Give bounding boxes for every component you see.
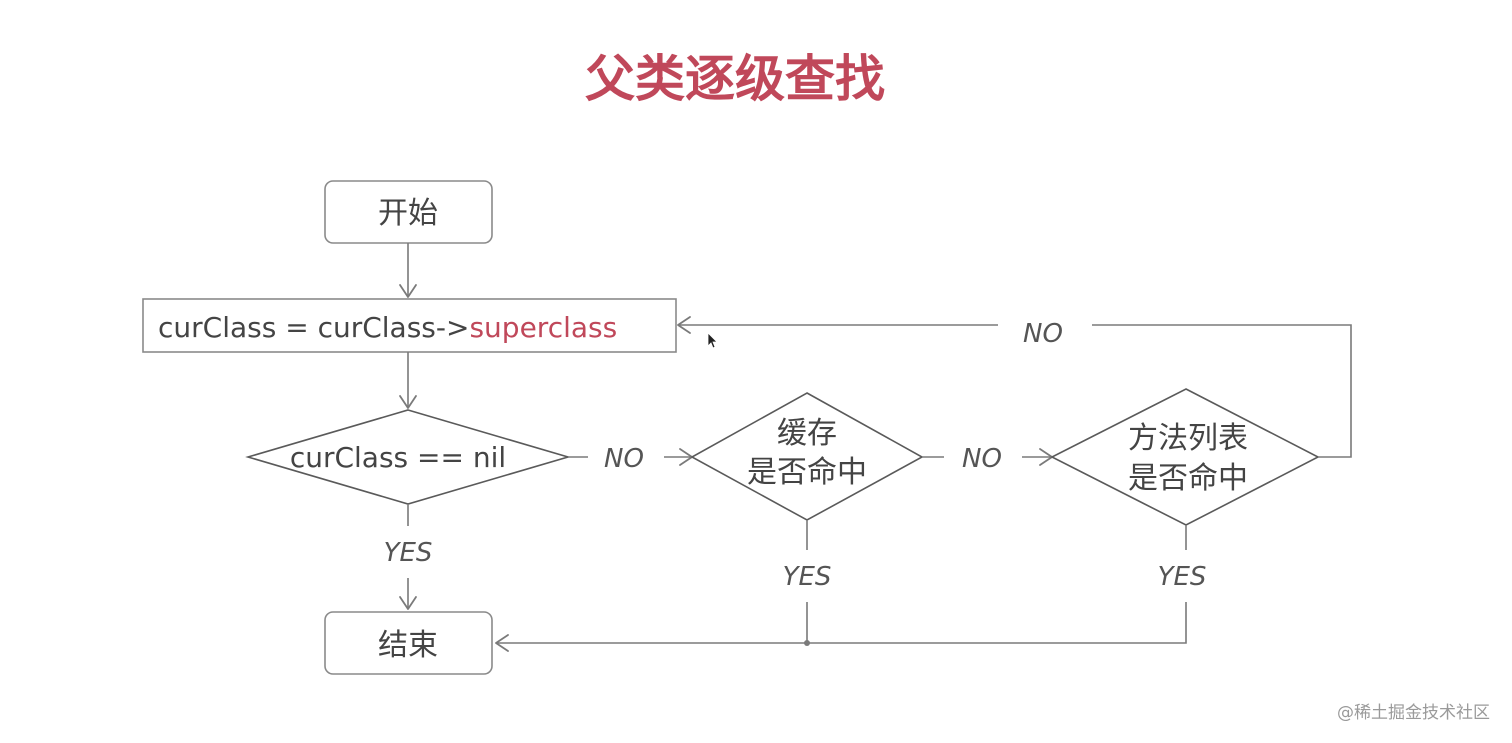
cache-label-line2: 是否命中: [747, 455, 867, 490]
edge-nil-to-end: YES: [384, 504, 433, 610]
arrow-start-to-assign: [399, 243, 417, 298]
mouse-cursor-icon: [707, 332, 718, 349]
assign-label: curClass = curClass->superclass: [158, 311, 617, 344]
nil-check-decision: curClass == nil: [245, 409, 571, 505]
start-label: 开始: [378, 196, 438, 231]
assign-label-prefix: curClass = curClass->: [158, 311, 469, 344]
cache-no-label: NO: [962, 444, 1002, 474]
start-node: 开始: [324, 180, 493, 244]
edge-nil-to-cache: NO: [568, 444, 693, 474]
method-list-label-line2: 是否命中: [1128, 461, 1248, 496]
diagram-title: 父类逐级查找: [585, 50, 885, 108]
nil-yes-label: YES: [384, 538, 433, 568]
end-label: 结束: [378, 628, 438, 663]
end-node: 结束: [324, 611, 493, 675]
assign-superclass-node: curClass = curClass->superclass: [142, 298, 677, 353]
method-list-hit-decision: 方法列表 是否命中: [1050, 388, 1320, 526]
cache-yes-label: YES: [783, 562, 832, 592]
nil-no-label: NO: [604, 444, 644, 474]
watermark: @稀土掘金技术社区: [1337, 703, 1490, 723]
edge-cache-to-method-list: NO: [922, 444, 1053, 474]
arrow-assign-to-nil-check: [399, 352, 417, 409]
edge-method-list-to-end: YES: [495, 525, 1207, 652]
cache-hit-decision: 缓存 是否命中: [690, 392, 924, 521]
method-list-no-label: NO: [1023, 319, 1063, 349]
method-list-label-line1: 方法列表: [1128, 421, 1248, 456]
method-list-yes-label: YES: [1158, 562, 1207, 592]
nil-check-label: curClass == nil: [290, 441, 506, 474]
edge-cache-to-end: YES: [783, 520, 832, 646]
cache-label-line1: 缓存: [777, 416, 837, 451]
edge-method-list-loop-back: NO: [677, 316, 1352, 458]
assign-label-superclass: superclass: [469, 311, 617, 344]
